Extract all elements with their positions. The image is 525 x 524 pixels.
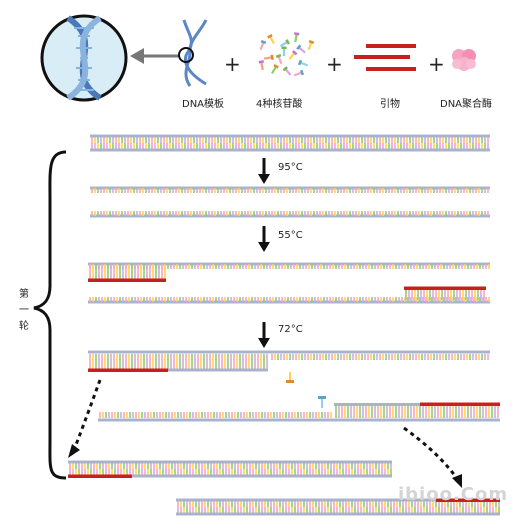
round-label-2: 一 bbox=[19, 305, 29, 316]
dna-template-icon bbox=[178, 19, 208, 87]
extend-strand-top bbox=[88, 350, 490, 354]
product-arrow-left bbox=[72, 379, 102, 451]
template-label: DNA模板 bbox=[182, 99, 225, 110]
plus-sign: + bbox=[428, 52, 445, 76]
dna-helix-circle-icon bbox=[40, 14, 128, 102]
round-label-3: 轮 bbox=[19, 321, 29, 332]
primer-annealed-left bbox=[88, 266, 166, 282]
primer-label: 引物 bbox=[380, 99, 400, 110]
primer-extended-left bbox=[88, 368, 168, 372]
free-nucleotide-2 bbox=[318, 396, 326, 408]
polymerase-label: DNA聚合酶 bbox=[440, 99, 493, 110]
watermark: ibioo.Com bbox=[398, 484, 509, 505]
extend-strand-bottom bbox=[98, 418, 500, 422]
extend-bases bbox=[89, 354, 489, 370]
free-nucleotide bbox=[286, 372, 294, 383]
dna-polymerase-icon bbox=[452, 49, 476, 71]
product-duplex-right bbox=[176, 498, 500, 516]
new-strand-right bbox=[334, 403, 420, 406]
step-temp-extend: 72°C bbox=[278, 324, 303, 335]
primer-extended-right bbox=[420, 402, 500, 406]
primer-icon bbox=[354, 44, 416, 71]
extend-bases-bottom bbox=[99, 404, 499, 418]
plus-sign: + bbox=[224, 52, 241, 76]
primer-annealed-right bbox=[404, 286, 486, 300]
magnify-pointer-arrow bbox=[130, 48, 180, 64]
annealed-strand-bottom bbox=[88, 300, 490, 304]
nucleotide-label: 4种核苷酸 bbox=[256, 99, 303, 110]
step-arrow-anneal bbox=[258, 226, 270, 252]
dna-strands bbox=[68, 134, 500, 516]
denatured-bases-top bbox=[91, 188, 489, 193]
plus-sign: + bbox=[326, 52, 343, 76]
product-duplex-left bbox=[68, 460, 392, 478]
denatured-bases-bottom bbox=[91, 211, 489, 216]
product-arrow-right bbox=[403, 426, 460, 481]
round-brace bbox=[33, 150, 67, 480]
template-duplex bbox=[90, 134, 490, 152]
step-temp-denature: 95°C bbox=[278, 162, 303, 173]
annealed-bases-bottom bbox=[89, 297, 490, 302]
product-primer-left bbox=[68, 474, 132, 478]
product-primer-right bbox=[436, 498, 500, 502]
step-arrow-extend bbox=[258, 322, 270, 348]
step-arrow-denature bbox=[258, 158, 270, 184]
round-label-1: 第 bbox=[19, 289, 29, 300]
annealed-strand-top bbox=[88, 262, 490, 266]
new-strand-left bbox=[168, 368, 268, 372]
nucleotides-icon bbox=[258, 32, 315, 77]
step-temp-anneal: 55°C bbox=[278, 230, 303, 241]
